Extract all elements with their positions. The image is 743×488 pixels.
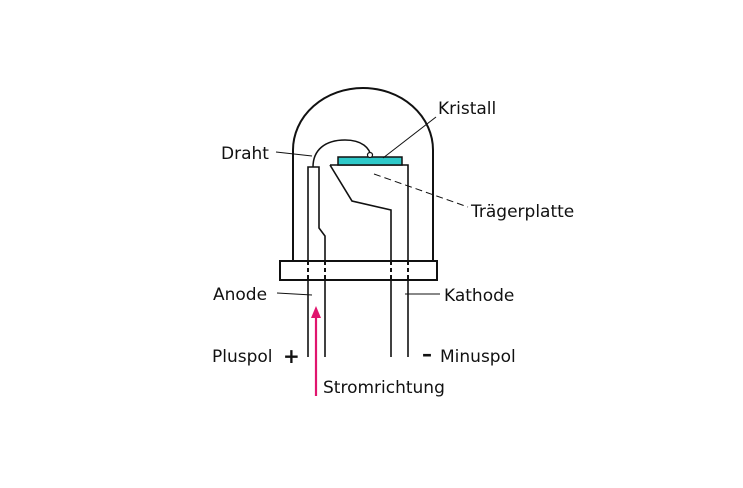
crystal-chip <box>337 156 403 166</box>
minus-sign: – <box>422 342 432 366</box>
label-stromrichtung: Stromrichtung <box>323 378 445 398</box>
draht-leader <box>275 151 313 157</box>
kristall-leader <box>382 116 437 159</box>
label-draht: Draht <box>221 144 269 164</box>
label-pluspol: Pluspol <box>212 347 273 367</box>
label-minuspol: Minuspol <box>440 347 516 367</box>
label-kristall: Kristall <box>438 99 496 119</box>
label-traegerplatte: Trägerplatte <box>470 202 574 222</box>
label-kathode: Kathode <box>444 286 514 306</box>
plus-sign: + <box>283 344 300 368</box>
led-base-rim <box>279 260 438 281</box>
carrier-plate <box>329 164 409 261</box>
traegerplatte-leader <box>373 173 469 208</box>
crystal-contact <box>366 151 374 159</box>
bond-wire <box>312 139 372 168</box>
label-anode: Anode <box>213 285 267 305</box>
anode-leader <box>276 292 313 296</box>
anode-inner-lead <box>307 166 326 261</box>
led-dome <box>292 87 434 261</box>
current-arrow-head <box>311 306 321 318</box>
